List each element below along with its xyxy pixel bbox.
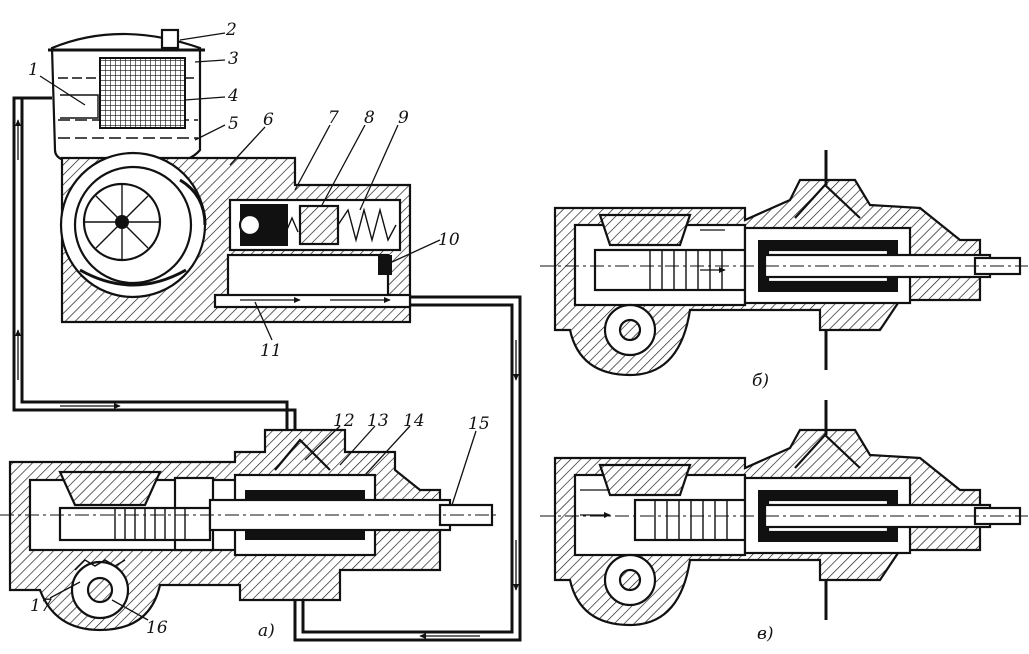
part-number-11: 11	[260, 341, 282, 361]
part-number-8: 8	[364, 108, 375, 128]
oil-reservoir	[48, 28, 205, 164]
steering-gear-b	[540, 150, 1028, 377]
part-number-14: 14	[403, 411, 425, 431]
part-number-2: 2	[226, 20, 237, 40]
part-number-17: 17	[30, 596, 52, 616]
part-number-4: 4	[228, 86, 239, 106]
part-number-5: 5	[228, 114, 239, 134]
part-number-3: 3	[228, 49, 239, 69]
part-number-9: 9	[398, 108, 409, 128]
part-number-1: 1	[28, 60, 39, 80]
steering-gear-a	[0, 428, 500, 632]
view-label-a: а)	[258, 621, 275, 641]
steering-gear-c	[540, 400, 1028, 627]
part-number-10: 10	[438, 230, 460, 250]
flow-control-valve	[226, 198, 402, 302]
part-number-16: 16	[146, 618, 168, 638]
part-number-7: 7	[328, 108, 339, 128]
view-label-b: б)	[752, 371, 770, 391]
pressure-line	[293, 295, 522, 642]
part-number-12: 12	[333, 411, 355, 431]
reservoir-filter-icon	[99, 57, 186, 129]
part-number-13: 13	[367, 411, 389, 431]
part-number-15: 15	[468, 414, 490, 434]
part-number-6: 6	[263, 110, 274, 130]
return-line	[12, 96, 297, 435]
pump-return-channel	[213, 293, 412, 309]
leader-lines	[39, 32, 477, 621]
view-label-c: в)	[757, 624, 774, 644]
